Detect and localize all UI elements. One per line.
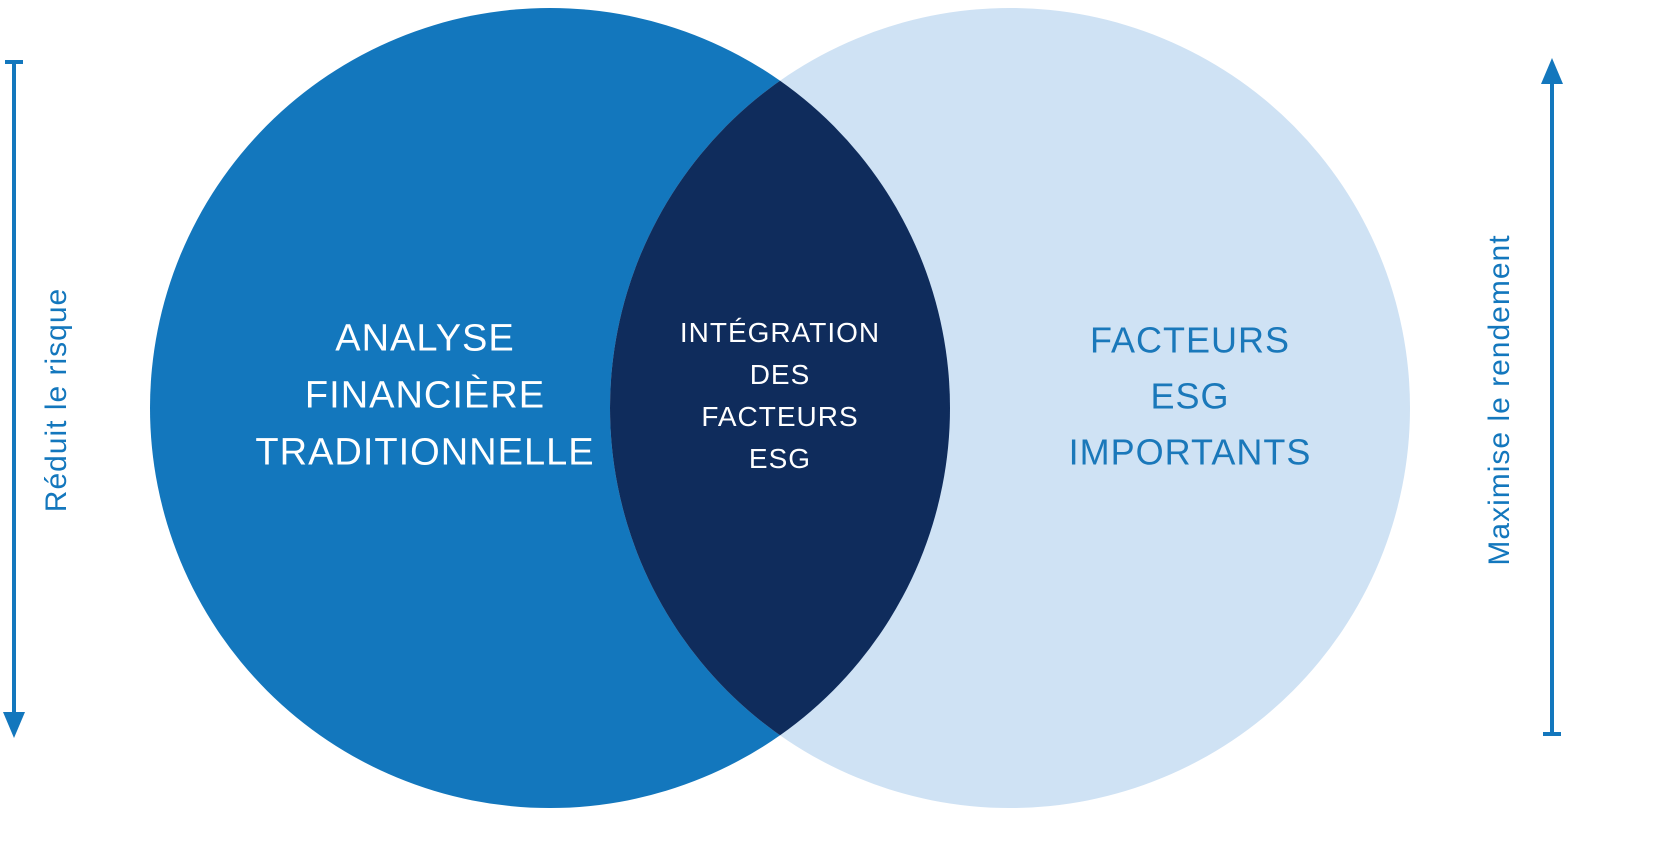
left-circle-label-line-3: TRADITIONNELLE	[255, 431, 595, 474]
intersection-label: INTÉGRATION DES FACTEURS ESG	[680, 312, 880, 480]
left-circle-label-line-2: FINANCIÈRE	[304, 374, 546, 417]
risk-axis-arrow-down-icon	[3, 60, 25, 738]
intersection-label-line-3: FACTEURS	[701, 401, 859, 432]
return-axis-label: Maximise le rendement	[1483, 234, 1516, 566]
intersection-label-line-1: INTÉGRATION	[679, 317, 881, 348]
return-axis-arrow-up-icon	[1541, 58, 1563, 736]
intersection-label-line-4: ESG	[748, 443, 812, 474]
right-circle-label-line-1: FACTEURS	[1089, 319, 1291, 361]
left-circle-label: ANALYSE FINANCIÈRE TRADITIONNELLE	[255, 311, 594, 482]
right-circle-label-line-2: ESG	[1150, 375, 1230, 417]
risk-axis-label: Réduit le risque	[40, 287, 73, 513]
intersection-lens-shape	[610, 8, 950, 808]
intersection-label-line-2: DES	[749, 359, 811, 390]
right-circle-label: FACTEURS ESG IMPORTANTS	[1069, 312, 1312, 479]
right-circle-label-line-3: IMPORTANTS	[1068, 430, 1312, 472]
left-circle-label-line-1: ANALYSE	[335, 317, 515, 360]
